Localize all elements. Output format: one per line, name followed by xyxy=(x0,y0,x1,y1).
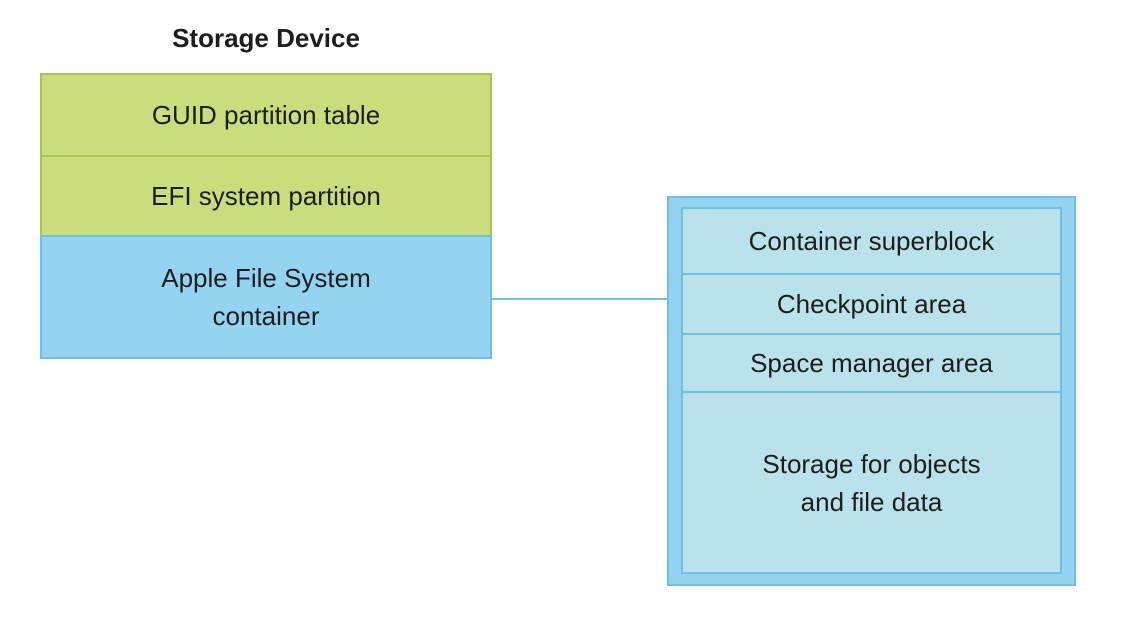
efi-system-partition-block: EFI system partition xyxy=(40,155,492,237)
storage-for-objects-block: Storage for objects and file data xyxy=(683,391,1060,572)
block-label: Checkpoint area xyxy=(776,289,967,319)
container-detail-stack: Container superblock Checkpoint area Spa… xyxy=(681,207,1062,574)
block-label: Container superblock xyxy=(748,226,995,256)
block-label: Storage for objects and file data xyxy=(762,448,981,517)
block-label: Space manager area xyxy=(750,348,993,378)
apfs-container-block: Apple File System container xyxy=(40,235,492,359)
guid-partition-table-block: GUID partition table xyxy=(40,73,492,157)
connector-line xyxy=(490,298,668,300)
container-superblock-block: Container superblock xyxy=(683,209,1060,273)
checkpoint-area-block: Checkpoint area xyxy=(683,273,1060,333)
space-manager-area-block: Space manager area xyxy=(683,333,1060,391)
block-label: Apple File System container xyxy=(161,263,371,331)
block-label: EFI system partition xyxy=(151,181,381,211)
block-label: GUID partition table xyxy=(151,100,381,130)
diagram-title: Storage Device xyxy=(172,23,360,53)
